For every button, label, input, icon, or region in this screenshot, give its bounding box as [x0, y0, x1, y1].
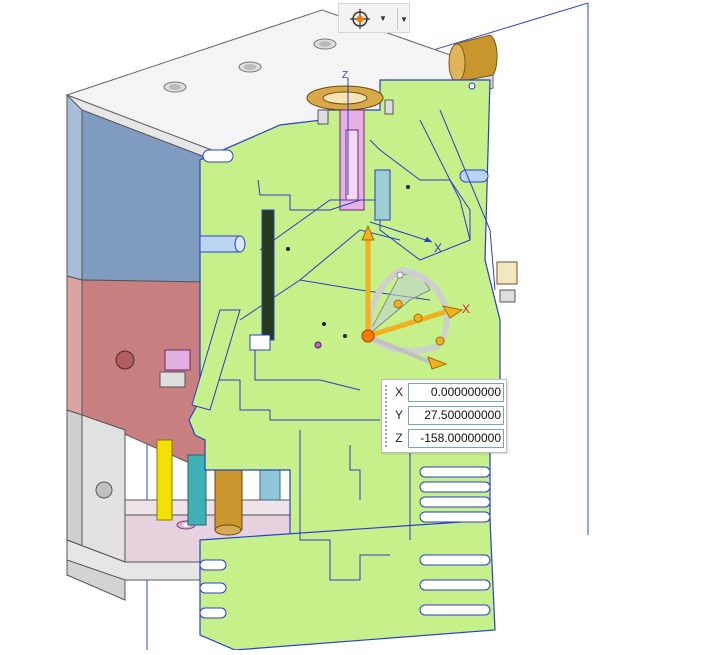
toolbar-separator	[397, 8, 398, 30]
axis-z-label: Z	[342, 70, 348, 81]
move-triad[interactable]: X	[361, 224, 470, 370]
ejector-holes	[286, 82, 476, 349]
coord-y-input[interactable]: 27.500000000	[408, 406, 504, 425]
plate-blue-left[interactable]	[66, 93, 206, 283]
guide-pin-bronze[interactable]	[448, 34, 498, 83]
cooling-fitting-left[interactable]	[199, 235, 246, 253]
more-caret-down-icon[interactable]: ▼	[400, 15, 408, 24]
drag-grip-icon[interactable]	[384, 384, 388, 448]
coord-z-label: Z	[395, 431, 403, 445]
coord-x-input[interactable]: 0.000000000	[408, 383, 504, 402]
axis-x-label: X	[434, 241, 442, 255]
caret-down-icon[interactable]: ▼	[379, 14, 387, 23]
slide-insert-left[interactable]	[159, 309, 241, 411]
sprue-bushing[interactable]	[306, 85, 394, 211]
coord-z-input[interactable]: -158.00000000	[408, 429, 504, 448]
triad-y-arrow[interactable]	[367, 334, 433, 365]
point-snap-crosshair-icon	[350, 9, 370, 29]
section-edges	[200, 109, 496, 581]
cooling-channel-slots	[199, 149, 491, 619]
triad-origin-handle[interactable]	[361, 329, 375, 343]
axis-z-line: Z	[342, 70, 349, 195]
section-face-lower[interactable]	[199, 519, 496, 651]
stop-block-right[interactable]	[496, 261, 518, 303]
coord-row-x: X 0.000000000	[392, 383, 504, 403]
coord-row-y: Y 27.500000000	[392, 406, 504, 426]
coord-x-label: X	[394, 385, 403, 399]
triad-x-label: X	[462, 302, 470, 316]
coord-row-z: Z -158.00000000	[392, 429, 504, 449]
triad-x-arrow[interactable]	[367, 309, 446, 339]
snap-toolbar: ▼ ▼	[338, 3, 410, 33]
coordinate-input-panel: X 0.000000000 Y 27.500000000 Z -158.0000…	[381, 379, 507, 453]
coord-y-label: Y	[394, 408, 403, 422]
axis-x-line: X	[369, 221, 442, 255]
point-snap-button[interactable]: ▼	[345, 7, 393, 31]
